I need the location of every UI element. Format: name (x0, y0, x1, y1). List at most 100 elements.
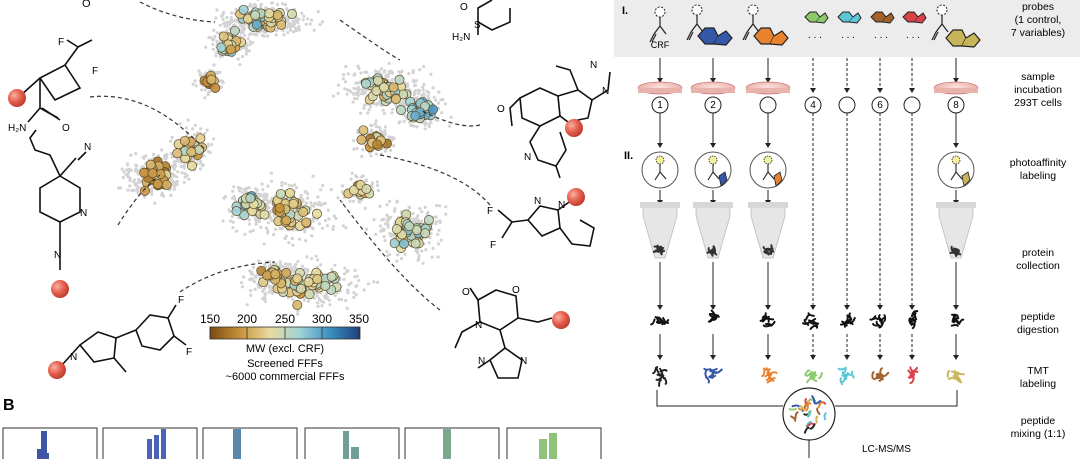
background-point (183, 175, 187, 179)
background-point (364, 178, 368, 182)
background-point (172, 187, 176, 191)
tmt-labeled-peptides (837, 366, 855, 386)
background-point (382, 217, 386, 221)
histogram-bar (154, 435, 159, 459)
background-point (303, 297, 307, 301)
fragment-point (394, 74, 405, 85)
background-point (251, 228, 255, 233)
mixed-peptide (806, 410, 812, 418)
background-point (322, 300, 326, 304)
label-photo-1: photoaffinity (1010, 157, 1067, 169)
background-point (444, 205, 448, 209)
background-point (352, 139, 356, 143)
background-point (414, 249, 418, 253)
background-point (283, 3, 288, 7)
background-point (262, 195, 266, 199)
peptide-cluster (707, 309, 720, 323)
molecule-pyrrolidine-difluorophenyl (61, 304, 187, 373)
background-point (138, 180, 142, 184)
background-point (266, 34, 270, 38)
cyclobutane-f1: F (58, 37, 64, 48)
fragment-point (373, 75, 383, 86)
background-point (127, 176, 131, 180)
small-probe-icon (881, 12, 895, 24)
background-point (421, 85, 425, 89)
protein-pellet (652, 244, 666, 256)
background-point (356, 90, 361, 94)
background-point (278, 260, 282, 264)
background-point (375, 184, 380, 188)
section-i-label: I. (622, 5, 628, 17)
background-point (364, 227, 369, 231)
step-number: 1 (657, 100, 663, 111)
background-point (192, 132, 196, 137)
background-point (439, 238, 443, 242)
step-number-circle (759, 96, 777, 114)
background-point (230, 214, 234, 219)
background-point (449, 115, 453, 119)
fragment-point (172, 148, 183, 159)
background-point (355, 146, 359, 151)
background-point (134, 152, 138, 156)
background-point (372, 218, 376, 222)
background-point (266, 229, 270, 233)
mixed-peptide (815, 415, 819, 424)
background-point (317, 222, 321, 226)
background-point (253, 280, 257, 284)
background-point (270, 179, 274, 183)
histogram-bar (233, 429, 241, 459)
background-point (263, 299, 267, 304)
background-point (185, 174, 189, 178)
background-point (411, 69, 415, 73)
small-probe-icon (913, 12, 927, 24)
background-point (221, 219, 225, 223)
background-point (323, 201, 327, 205)
background-point (342, 277, 346, 281)
background-point (288, 28, 293, 32)
background-point (179, 165, 183, 169)
tube-cap (693, 202, 733, 208)
background-point (340, 184, 344, 188)
background-point (247, 186, 251, 190)
reactive-sphere-4 (565, 119, 583, 137)
background-point (301, 18, 305, 22)
background-point (182, 166, 186, 170)
background-point (218, 70, 222, 74)
background-point (355, 81, 359, 85)
background-point (372, 280, 376, 284)
background-point (239, 186, 243, 190)
background-point (409, 124, 414, 128)
background-point (376, 101, 380, 105)
fragment-point (262, 270, 273, 281)
background-point (184, 126, 188, 130)
background-point (317, 200, 321, 204)
background-point (261, 297, 265, 301)
background-point (296, 309, 300, 313)
background-point (182, 163, 186, 167)
imidazole-n2: N (520, 356, 527, 367)
flow-arrowhead (909, 305, 915, 310)
background-point (294, 186, 299, 190)
background-point (344, 65, 348, 69)
background-point (448, 124, 452, 128)
background-point (125, 163, 130, 167)
background-point (431, 246, 435, 250)
peptide-cluster (950, 313, 965, 327)
background-point (346, 289, 350, 293)
background-point (402, 119, 406, 123)
background-point (359, 71, 363, 75)
flow-arrowhead (953, 305, 959, 310)
background-point (331, 227, 335, 231)
fragment-point (245, 193, 256, 204)
background-point (331, 94, 335, 98)
peptide-cluster (839, 312, 856, 328)
fragment-point (218, 31, 229, 42)
background-point (352, 86, 356, 90)
background-point (374, 232, 378, 236)
background-point (282, 33, 286, 37)
background-point (213, 34, 217, 39)
background-point (345, 92, 349, 96)
peptide-cluster (908, 310, 919, 330)
background-point (336, 91, 340, 95)
background-point (248, 230, 252, 234)
